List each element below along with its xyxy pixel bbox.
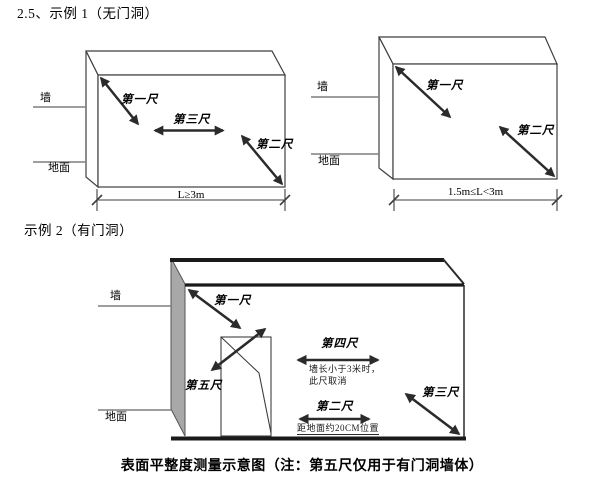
door-opening xyxy=(220,336,272,437)
example1b-dimension-line xyxy=(388,189,563,211)
dimension-tick-right xyxy=(551,194,563,206)
ruler3-label: 第三尺 xyxy=(422,387,460,399)
ground-label: 地面 xyxy=(48,162,70,174)
example1b-ruler-arrows xyxy=(394,65,556,178)
wall-label: 墙 xyxy=(40,92,51,104)
dimension-label: 1.5m≤L<3m xyxy=(447,186,504,198)
ruler2-label: 第二尺 xyxy=(517,125,555,137)
first-ruler-arrow xyxy=(99,76,140,126)
example1-ruler-arrows xyxy=(99,76,284,186)
box-top-face xyxy=(378,36,558,65)
third-ruler-arrow xyxy=(404,392,461,436)
example1-right-wall-box xyxy=(378,36,558,181)
ruler4-note-line1: 墙长小于3米时， xyxy=(309,364,381,374)
wall-label: 墙 xyxy=(317,81,328,93)
ruler2-label: 第二尺 xyxy=(256,139,294,151)
ground-label: 地面 xyxy=(318,155,340,167)
first-ruler-arrow xyxy=(394,65,452,119)
dimension-label: L≥3m xyxy=(177,189,205,201)
ruler2-label: 第二尺 xyxy=(316,401,354,413)
ruler4-note-line2: 此尺取消 xyxy=(309,376,348,386)
box-front-face xyxy=(392,63,558,180)
ground-label: 地面 xyxy=(105,411,127,423)
figure-caption: 表面平整度测量示意图（注：第五尺仅用于有门洞墙体） xyxy=(120,459,484,474)
ruler1-label: 第一尺 xyxy=(121,94,159,106)
box-top-face xyxy=(85,50,287,76)
door-leaf-lines xyxy=(220,336,272,434)
example2-wall-box xyxy=(170,257,466,441)
box-left-face-gray xyxy=(170,257,186,437)
example2-ruler-arrows xyxy=(187,288,461,436)
ruler1-label: 第一尺 xyxy=(214,295,252,307)
fifth-ruler-arrow xyxy=(210,327,267,372)
example1-dimension-line xyxy=(91,189,291,211)
wall-label: 墙 xyxy=(110,290,121,302)
second-ruler-arrow xyxy=(498,125,556,178)
ruler1-label: 第一尺 xyxy=(426,80,464,92)
example2-title: 示例 2（有门洞） xyxy=(24,223,134,238)
box-top-right-diagonal xyxy=(442,258,465,285)
example2-leader-lines xyxy=(98,305,171,411)
dimension-tick-right xyxy=(279,194,291,206)
example1b-leader-lines xyxy=(311,96,379,155)
dimension-tick-left xyxy=(91,194,103,206)
box-left-face xyxy=(85,50,99,189)
ruler2-note: 距地面约20CM位置 xyxy=(297,423,380,436)
ruler5-label: 第五尺 xyxy=(185,380,223,392)
example1-title: 2.5、示例 1（无门洞） xyxy=(17,6,159,21)
ruler4-label: 第四尺 xyxy=(321,338,359,350)
first-ruler-arrow xyxy=(187,288,242,330)
dimension-tick-left xyxy=(388,194,400,206)
second-ruler-arrow xyxy=(240,134,284,186)
ruler3-label: 第三尺 xyxy=(173,114,211,126)
door-frame xyxy=(220,336,272,437)
example1-leader-lines xyxy=(33,106,86,163)
